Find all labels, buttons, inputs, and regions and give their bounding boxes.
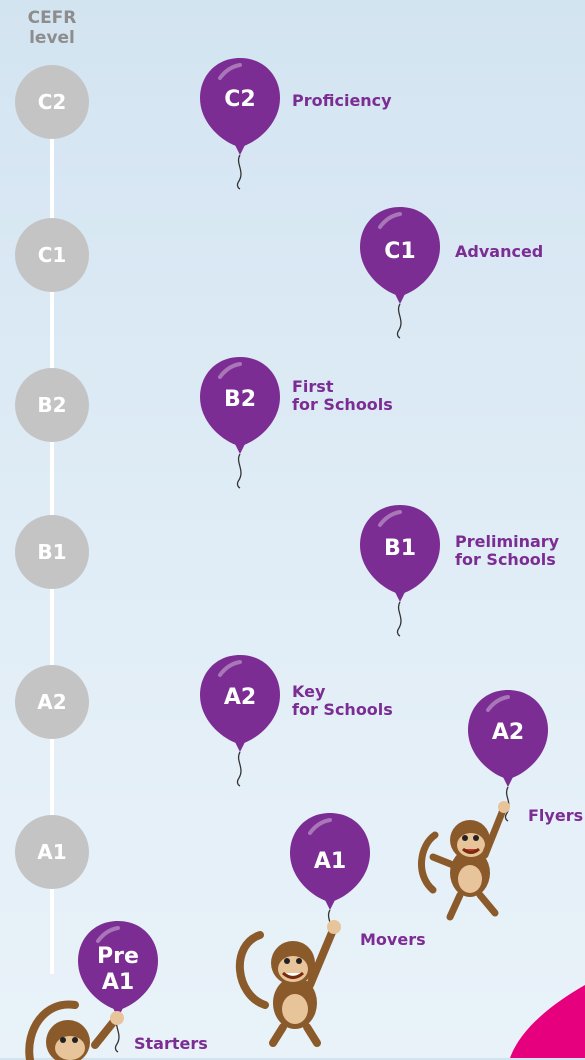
monkey-movers-icon [235,920,341,1047]
balloon-b1-text: B1 [383,536,417,561]
balloon-c1-text: C1 [384,239,416,264]
balloon-a2-key [200,655,280,787]
balloon-c1 [360,207,440,339]
balloon-a1-movers [290,813,370,945]
exam-label-flyers: Flyers [528,806,584,825]
level-circle-a1: A1 [15,815,89,889]
balloon-b2 [200,357,280,489]
balloon-a2-flyers [468,690,548,822]
exam-label-starters: Starters [134,1034,208,1053]
balloon-a2-flyers-text: A2 [491,720,525,745]
exam-label-proficiency: Proficiency [292,91,392,110]
balloon-c2-text: C2 [224,87,256,112]
axis-title-line1: CEFR [27,8,77,28]
monkey-starters-icon [25,1000,124,1060]
level-circle-c1: C1 [15,218,89,292]
axis-title-line2: level [29,28,75,48]
level-circle-a2: A2 [15,665,89,739]
axis-title: CEFR level [26,8,78,48]
balloon-a2-key-text: A2 [223,685,257,710]
monkey-flyers-icon [418,801,510,921]
level-circle-b2: B2 [15,368,89,442]
decorative-corner-shape [510,985,585,1058]
balloon-c2 [200,58,280,190]
balloon-b2-text: B2 [223,387,257,412]
level-circle-c2: C2 [15,65,89,139]
balloon-b1 [360,505,440,637]
exam-label-movers: Movers [360,930,426,949]
level-circle-b1: B1 [15,515,89,589]
exam-label-advanced: Advanced [455,242,544,261]
balloon-a1-movers-text: A1 [313,849,347,874]
